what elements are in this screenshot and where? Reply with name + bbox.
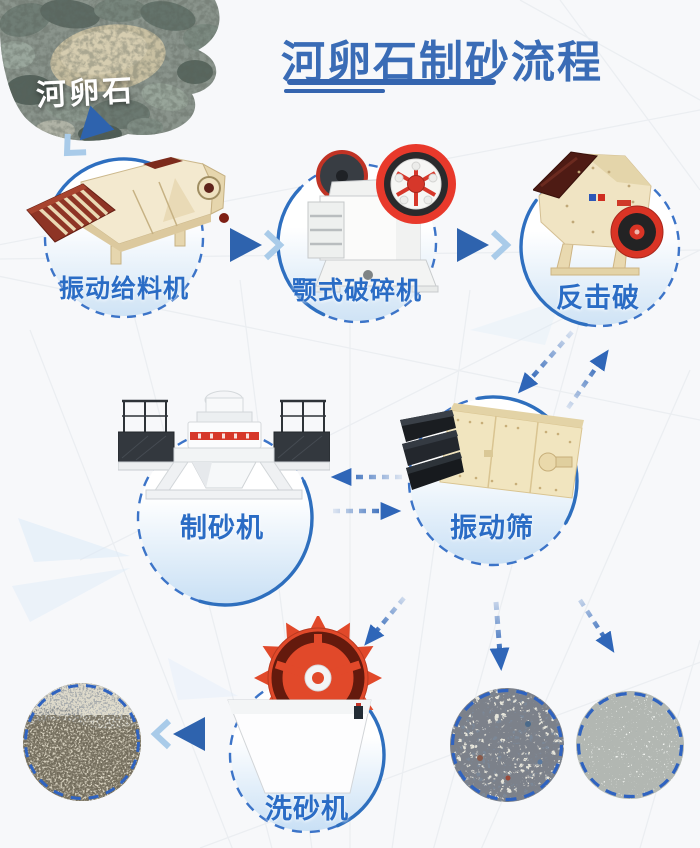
arrow-washer-to-sand xyxy=(150,717,205,751)
node-label-sand-maker: 制砂机 xyxy=(180,513,264,543)
arrow-jaw-to-impact xyxy=(457,228,512,262)
product-washed-sand xyxy=(23,683,141,801)
node-label-vibrating-feeder: 振动给料机 xyxy=(58,275,189,303)
node-circle-sand-maker xyxy=(136,429,314,607)
node-label-jaw-crusher: 颚式破碎机 xyxy=(291,277,422,305)
arrow-screen-to-fine xyxy=(578,598,615,653)
impact-crusher-machine xyxy=(533,151,664,276)
source-material-label: 河卵石 xyxy=(35,74,136,113)
product-ring xyxy=(450,688,564,802)
arrow-screen-to-coarse xyxy=(489,601,510,671)
vibrating-screen-machine xyxy=(400,403,584,499)
node-label-sand-washer: 洗砂机 xyxy=(265,794,349,824)
sand-washer-machine xyxy=(227,616,382,794)
washed-sand-photo xyxy=(23,683,141,801)
title-underline xyxy=(287,79,496,85)
node-label-vibrating-screen: 振动筛 xyxy=(450,513,534,543)
sand-making-machine xyxy=(118,390,330,500)
jaw-crusher-machine xyxy=(307,144,456,293)
product-ring xyxy=(576,691,684,799)
node-label-impact-crusher: 反击破 xyxy=(556,283,640,313)
arrow-feeder-to-jaw xyxy=(230,228,285,262)
product-coarse-aggregate xyxy=(450,688,564,802)
product-fine-aggregate xyxy=(576,691,684,799)
arrow-impact-to-screen xyxy=(517,330,574,394)
product-ring xyxy=(24,684,140,800)
title-underline-2 xyxy=(284,89,385,93)
vibrating-feeder-machine xyxy=(26,157,229,265)
page-title: 河卵石制砂流程 xyxy=(281,38,603,87)
